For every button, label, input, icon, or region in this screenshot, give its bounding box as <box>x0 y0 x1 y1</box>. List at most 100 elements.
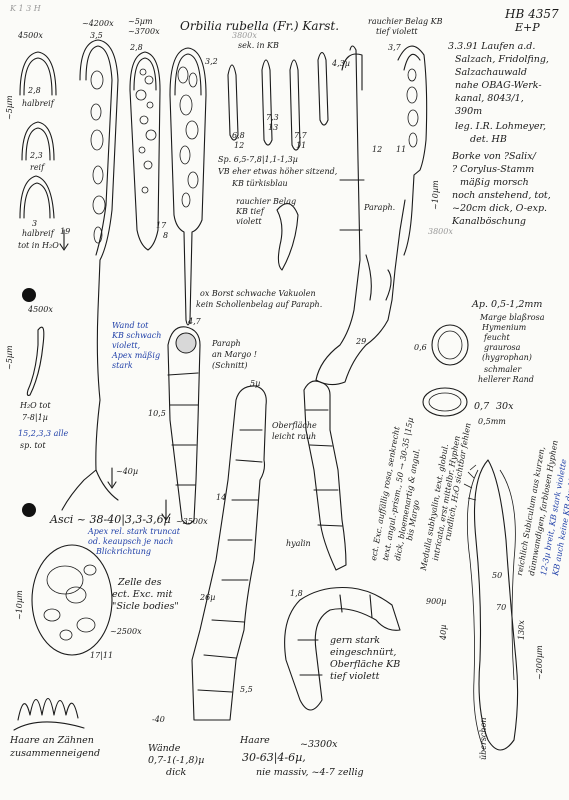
apo-desc-2: Hymenium <box>482 323 527 332</box>
margo-l1: Paraph <box>212 339 241 348</box>
cell-drawing <box>31 544 113 656</box>
cell-l2: ect. Exc. mit <box>112 589 173 600</box>
spores-kbtief: KB tief <box>236 207 264 216</box>
sec-sub: überschon <box>479 717 488 760</box>
asci-note-1: Asci ~ 38-40|3,3-3,6µ <box>50 513 171 526</box>
paraph-m3800: 3800x <box>428 227 453 236</box>
h2o-tot: H₂O tot <box>20 401 51 410</box>
n8: 8 <box>163 231 169 240</box>
left-mag: 4500x <box>18 31 43 40</box>
curved-hair <box>284 586 401 711</box>
spores-vacu-2: kein Schollenbelag auf Paraph. <box>196 300 323 309</box>
coll-line-3: nahe OBAG-Werk- <box>455 80 542 91</box>
paraphyses-branch <box>315 45 428 386</box>
hair-n26: 26µ <box>200 593 216 602</box>
cell-scale: ~10µm <box>15 590 24 620</box>
margo-l2: an Margo ! <box>212 350 257 359</box>
spores-vb: VB eher etwas höher sitzend, <box>218 167 338 176</box>
coll-sub-3: mäßig morsch <box>460 177 529 188</box>
cell-n17: 17|11 <box>90 651 114 660</box>
spore-series-left <box>19 51 57 396</box>
h2o-tot4: sp. tot <box>20 441 46 450</box>
n37: 3,7 <box>388 43 401 52</box>
arrow-3 <box>107 467 117 489</box>
ascus-note-4: Apex mäßig <box>112 351 161 360</box>
coll-leg: leg. I.R. Lohmeyer, <box>455 121 547 132</box>
asci-note-2: Apex rel. stark truncat <box>88 527 181 536</box>
apothecia-drawings <box>422 324 469 417</box>
left-tot: tot in H₂O <box>18 241 59 250</box>
mag2b: ~3700x <box>128 27 160 36</box>
margo-l3: (Schnitt) <box>212 361 248 370</box>
walls-3: dick <box>166 767 187 778</box>
margo-n105: 10,5 <box>148 409 166 418</box>
punch-hole-2 <box>22 503 36 517</box>
exc-n40p: 40µ <box>439 624 448 640</box>
mag2: ~5µm <box>128 17 153 26</box>
sec-n50: 50 <box>492 571 503 580</box>
teeth-drawing <box>13 697 85 731</box>
left-n23: 2,3 <box>30 151 43 160</box>
left-n28: 2,8 <box>28 86 41 95</box>
hair-n55: 5,5 <box>240 685 253 694</box>
coll-line-2: Salzachauwald <box>455 67 528 78</box>
left-m4500: 4500x <box>28 305 53 314</box>
coll-det: det. HB <box>470 134 507 145</box>
exc-n900: 900µ <box>426 597 447 606</box>
spores-width: 4,3µ <box>332 59 350 68</box>
spores-measure: Sp. 6,5-7,8|1,1-1,3µ <box>218 155 298 164</box>
sec-n130: 130x <box>517 620 526 640</box>
n40: ~40µ <box>116 467 139 476</box>
walls-2: 0,7-1(-1,8)µ <box>148 755 205 766</box>
spores-note: sek. in KB <box>238 41 279 50</box>
arrow-2 <box>161 499 171 521</box>
apo-desc-5: (hygrophan) <box>482 353 532 362</box>
walls-1: Wände <box>148 743 181 754</box>
cell-l1: Zelle des <box>118 577 162 588</box>
hair-n40: -40 <box>152 715 165 724</box>
sheet-id: HB 4357 <box>505 7 559 21</box>
coll-sub-2: ? Corylus-Stamm <box>452 164 535 175</box>
n28: 2,8 <box>130 43 143 52</box>
sp-n6: 11 <box>296 141 307 150</box>
hair-drawing-1 <box>191 385 267 721</box>
haare-label: Haare <box>240 735 270 746</box>
spores-kb: KB türkisblau <box>232 179 288 188</box>
apo-d1: 0,6 <box>414 343 427 352</box>
hair-n14: 14 <box>216 493 227 502</box>
haare-m2: nie massiv, ~4-7 zellig <box>256 767 364 778</box>
spores-header: 3800x <box>232 31 257 40</box>
spores-rauch: rauchier Belag <box>236 197 297 206</box>
asci-note-3: od. keaupsch je nach <box>88 537 174 546</box>
cell-mag: ~2500x <box>110 627 142 636</box>
paraph-n29: 29 <box>356 337 367 346</box>
hair-hyalin: hyalin <box>286 539 311 548</box>
arrow-1 <box>59 229 69 251</box>
mag1: ~4200x <box>82 19 114 28</box>
mag3500: ~3500x <box>176 517 208 526</box>
hair-rough2: leicht rauh <box>272 432 317 441</box>
punch-hole-1 <box>22 288 36 302</box>
sp-n2: 12 <box>234 141 245 150</box>
haare-mag: ~3300x <box>300 739 338 750</box>
teeth-l2: zusammenneigend <box>10 748 101 759</box>
apo-desc-6: schmaler <box>484 365 522 374</box>
ascus-note-5: stark <box>112 361 133 370</box>
sec-scale: ~200µm <box>535 645 544 680</box>
spores-viol: violett <box>236 217 262 226</box>
paraph-n12: 12 <box>372 145 383 154</box>
apo-desc-1: Marge blaßrosa <box>480 313 545 322</box>
apo-d2: 0,7 <box>474 401 490 412</box>
exc-l2: eingeschnürt, <box>330 647 397 658</box>
apo-size: Ap. 0,5-1,2mm <box>472 299 543 310</box>
margo-paraphysis <box>167 326 201 525</box>
sheet-sub: E+P <box>515 21 540 34</box>
left-scale2: ~5µm <box>5 345 14 370</box>
n32: 3,2 <box>205 57 218 66</box>
left-halbreif2: halbreif <box>22 229 54 238</box>
coll-line-4: kanal, 8043/1, <box>455 93 524 104</box>
haare-m1: 30-63|4-6µ, <box>242 751 306 764</box>
left-reif: reif <box>30 163 45 172</box>
spores-row <box>227 51 329 271</box>
